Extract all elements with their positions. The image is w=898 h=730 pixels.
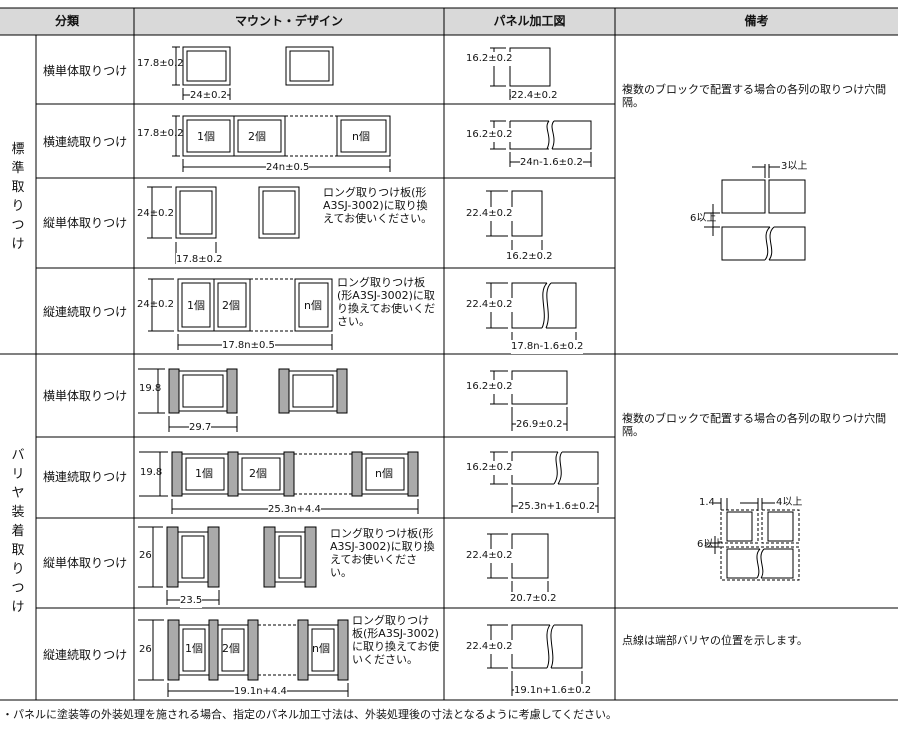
panel-dim-label: 16.2±0.2 <box>466 52 513 66</box>
unit-label: 1個 <box>187 299 205 312</box>
group-label-standard: 標準取りつけ <box>11 142 25 252</box>
mount-bar-h-single <box>138 368 348 432</box>
unit-label: 1個 <box>185 642 203 655</box>
dim-label: 19.8 <box>139 383 162 394</box>
panel-dim-label: 16.2±0.2 <box>466 461 513 475</box>
footnote: ・パネルに塗装等の外装処理を施される場合、指定のパネル加工寸法は、外装処理後の寸… <box>2 708 618 721</box>
unit-label: n個 <box>352 130 370 143</box>
row-label-std-h-single: 横単体取りつけ <box>43 64 128 78</box>
unit-label: 2個 <box>222 299 240 312</box>
header-remarks: 備考 <box>744 14 769 28</box>
dim-label: 24±0.2 <box>190 89 228 103</box>
unit-label: 2個 <box>248 130 266 143</box>
remark-dim-label: 6以上 <box>697 539 724 550</box>
remark-dim-label: 3以上 <box>781 161 808 172</box>
remark-dim-label: 4以上 <box>776 497 803 508</box>
dim-label: 25.3n+4.4 <box>268 503 321 517</box>
mount-std-v-cont <box>148 278 333 350</box>
dim-label: 24±0.2 <box>137 299 175 310</box>
long-plate-note: ロング取りつけ板(形A3SJ-3002)に取り換えてお使いください。 <box>337 276 436 328</box>
panel-dim-label: 16.2±0.2 <box>506 250 553 264</box>
header-category: 分類 <box>54 14 79 28</box>
panel-dim-label: 16.2±0.2 <box>466 380 513 394</box>
unit-label: n個 <box>304 299 322 312</box>
unit-label: 1個 <box>195 467 213 480</box>
dim-label: 24±0.2 <box>137 208 175 219</box>
dim-label: 17.8±0.2 <box>137 58 184 69</box>
dim-label: 23.5 <box>180 594 203 608</box>
unit-label: 2個 <box>222 642 240 655</box>
panel-dim-label: 20.7±0.2 <box>510 592 557 606</box>
panel-dim-label: 22.4±0.2 <box>511 89 558 103</box>
panel-dim-label: 24n-1.6±0.2 <box>520 156 583 170</box>
dim-label: 17.8±0.2 <box>137 128 184 139</box>
mount-std-v-single <box>147 186 300 264</box>
header-mount-design: マウント・デザイン <box>234 14 343 28</box>
remark-dim-label: 6以上 <box>690 213 717 224</box>
mount-bar-v-cont <box>138 619 349 697</box>
row-label-std-h-cont: 横連続取りつけ <box>43 135 128 149</box>
panel-dim-label: 22.4±0.2 <box>466 549 513 563</box>
panel-dim-label: 16.2±0.2 <box>466 128 513 142</box>
unit-label: 2個 <box>249 467 267 480</box>
remark-dotted-note: 点線は端部バリヤの位置を示します。 <box>622 634 808 647</box>
unit-label: 1個 <box>197 130 215 143</box>
panel-dim-label: 22.4±0.2 <box>466 640 513 654</box>
mount-bar-v-single <box>138 526 317 605</box>
dim-label: 17.8±0.2 <box>176 253 223 267</box>
remark-standard-spacing: 複数のブロックで配置する場合の各列の取りつけ穴間隔。 <box>622 83 887 109</box>
dim-label: 26 <box>139 550 152 561</box>
row-label-bar-v-cont: 縦連続取りつけ <box>43 648 128 662</box>
panel-dim-label: 25.3n+1.6±0.2 <box>518 500 596 514</box>
panel-dim-label: 17.8n-1.6±0.2 <box>511 340 584 354</box>
group-label-barrier: バリヤ装着取りつけ <box>11 448 25 615</box>
panel-dim-label: 19.1n+1.6±0.2 <box>514 684 592 698</box>
dim-label: 24n±0.5 <box>266 161 310 175</box>
panel-dim-label: 22.4±0.2 <box>466 298 513 312</box>
dim-label: 17.8n±0.5 <box>222 339 275 353</box>
dim-label: 19.1n+4.4 <box>234 685 287 699</box>
unit-label: n個 <box>312 642 330 655</box>
dim-label: 19.8 <box>140 467 163 478</box>
remark-barrier-spacing: 複数のブロックで配置する場合の各列の取りつけ穴間隔。 <box>622 412 887 438</box>
dim-label: 29.7 <box>189 421 212 435</box>
panel-dim-label: 26.9±0.2 <box>516 418 563 432</box>
long-plate-note: ロング取りつけ板(形A3SJ-3002)に取り換えてお使いください。 <box>330 527 435 579</box>
unit-label: n個 <box>375 467 393 480</box>
row-label-bar-h-cont: 横連続取りつけ <box>43 470 128 484</box>
panel-dim-label: 22.4±0.2 <box>466 207 513 221</box>
long-plate-note: ロング取りつけ板(形A3SJ-3002)に取り換えてお使いください。 <box>352 614 440 666</box>
header-panel-cutout: パネル加工図 <box>493 14 566 28</box>
row-label-bar-h-single: 横単体取りつけ <box>43 389 128 403</box>
long-plate-note: ロング取りつけ板(形A3SJ-3002)に取り換えてお使いください。 <box>323 186 433 225</box>
row-label-std-v-single: 縦単体取りつけ <box>43 216 128 230</box>
dim-label: 26 <box>139 644 152 655</box>
mount-bar-h-cont <box>139 451 419 514</box>
row-label-bar-v-single: 縦単体取りつけ <box>43 556 128 570</box>
remark-dim-label: 1.4 <box>699 497 715 508</box>
row-label-std-v-cont: 縦連続取りつけ <box>43 305 128 319</box>
